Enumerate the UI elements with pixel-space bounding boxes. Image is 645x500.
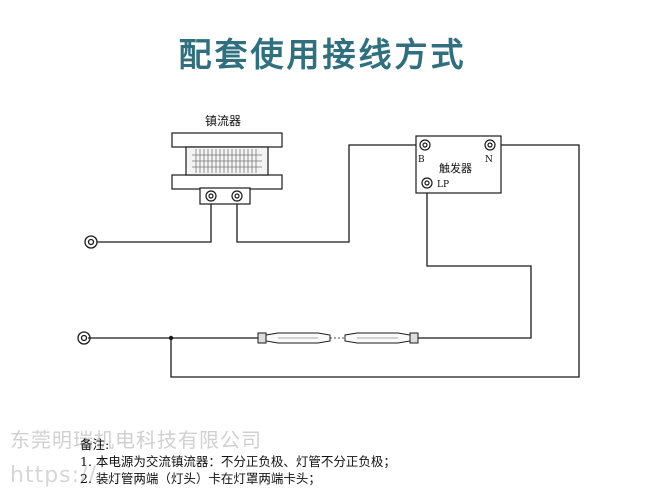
trigger-label: 触发器 xyxy=(439,161,472,175)
wire-trigger-n-loop xyxy=(170,144,580,378)
wire-trigger-lp-to-lamp xyxy=(426,184,532,339)
wire-ballast-to-trigger-b xyxy=(236,144,425,243)
ballast-label: 镇流器 xyxy=(205,114,241,128)
ballast-terminal-right xyxy=(231,190,243,202)
page-title: 配套使用接线方式 xyxy=(178,35,467,74)
ballast-terminal-block xyxy=(199,187,251,205)
trigger-terminal-b xyxy=(419,139,431,151)
ballast-coil xyxy=(192,149,262,173)
trigger xyxy=(415,135,502,194)
ballast xyxy=(171,132,283,205)
trigger-terminal-lp-label: LP xyxy=(437,180,449,190)
trigger-terminal-b-label: B xyxy=(418,155,425,165)
trigger-terminal-n-label: N xyxy=(485,155,493,165)
trigger-terminal-lp xyxy=(421,177,433,189)
input-terminal-bottom xyxy=(77,331,91,345)
notes-line-1: 1. 本电源为交流镇流器：不分正负极、灯管不分正负极； xyxy=(80,454,396,469)
notes: 备注: 1. 本电源为交流镇流器：不分正负极、灯管不分正负极； 2. 装灯管两端… xyxy=(80,436,396,487)
watermark-company: 东莞明瑞机电科技有限公司 xyxy=(10,428,262,452)
input-terminal-top xyxy=(84,235,98,249)
lamp-tube-right xyxy=(344,332,419,344)
watermark-url: https://... xyxy=(10,463,121,488)
ballast-terminal-left xyxy=(205,190,217,202)
lamp-tube-left xyxy=(257,332,331,344)
notes-heading: 备注: xyxy=(80,437,110,452)
wire-junction-dot xyxy=(168,335,174,341)
wire-input-to-ballast xyxy=(97,200,212,243)
trigger-terminal-n xyxy=(484,139,496,151)
notes-line-2: 2. 装灯管两端（灯头）卡在灯罩两端卡头； xyxy=(80,471,321,486)
